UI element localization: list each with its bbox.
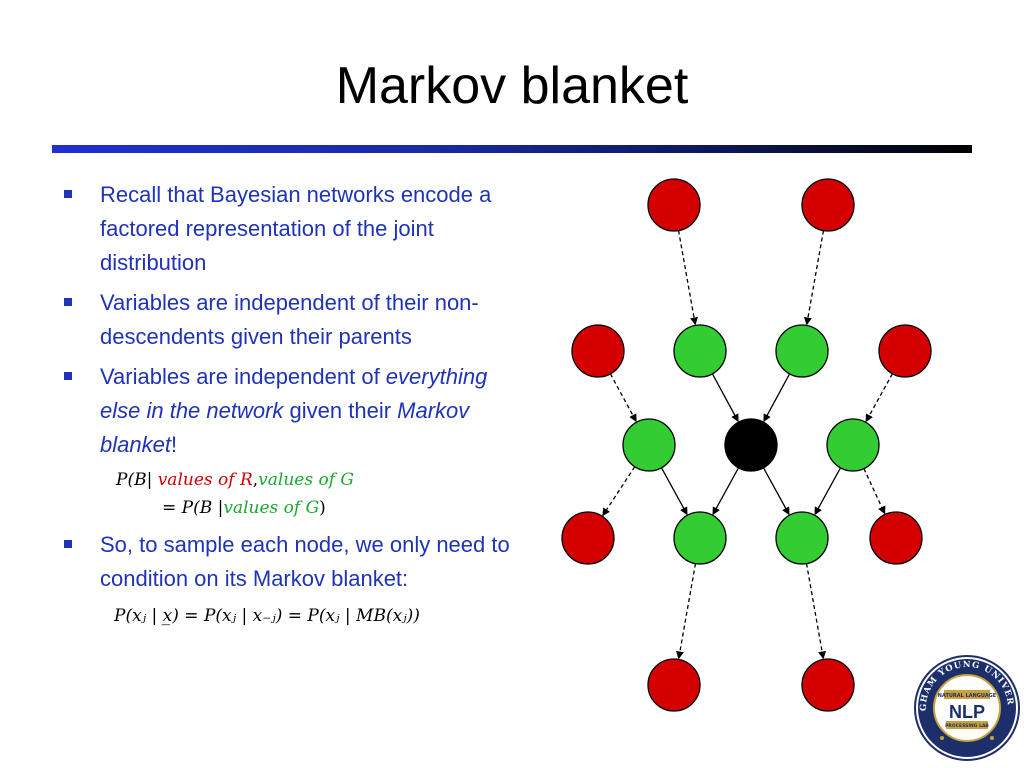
node-r3 bbox=[571, 324, 625, 378]
slide-title: Markov blanket bbox=[335, 57, 689, 115]
node-g5 bbox=[673, 511, 727, 565]
bullet-list: Recall that Bayesian networks encode a f… bbox=[62, 178, 532, 636]
byu-nlp-lab-logo: BRIGHAM YOUNG UNIVERSITY NATURAL LANGUAG… bbox=[912, 654, 1020, 761]
edge-r3-g3 bbox=[609, 373, 637, 423]
edge-g3-r5 bbox=[602, 466, 636, 517]
edge-b-g6 bbox=[762, 467, 790, 516]
square-bullet-icon bbox=[64, 540, 72, 548]
edge-b-g5 bbox=[712, 467, 740, 516]
bullet-item-markov-blanket: Variables are independent of everything … bbox=[62, 360, 532, 522]
markov-blanket-equation: P(xⱼ | x̲) = P(xⱼ | x₋ⱼ) = P(xⱼ | MB(xⱼ)… bbox=[114, 606, 420, 626]
bullet-text: So, to sample each node, we only need to… bbox=[100, 532, 510, 591]
edge-r1-g1 bbox=[677, 230, 698, 326]
node-r8 bbox=[801, 658, 855, 712]
square-bullet-icon bbox=[64, 372, 72, 380]
node-g1 bbox=[673, 324, 727, 378]
nodes-layer bbox=[561, 178, 932, 712]
node-g4 bbox=[826, 418, 880, 472]
node-g2 bbox=[775, 324, 829, 378]
bayesian-network-diagram bbox=[561, 178, 932, 712]
node-g6 bbox=[775, 511, 829, 565]
bullet-item-independent-parents: Variables are independent of their non-d… bbox=[62, 286, 532, 354]
conditional-equation-line2: = P(B |values of G) bbox=[162, 498, 326, 518]
square-bullet-icon bbox=[64, 298, 72, 306]
emphasis-text: everything else in the network bbox=[100, 364, 488, 423]
logo-center-text: NLP bbox=[949, 702, 985, 722]
emphasis-text: Markov blanket bbox=[100, 398, 470, 457]
logo-top-text: NATURAL LANGUAGE bbox=[938, 693, 997, 699]
edge-g1-b bbox=[711, 373, 739, 423]
bullet-text: Variables are independent of everything … bbox=[100, 364, 488, 457]
node-b bbox=[724, 418, 778, 472]
bullet-item-recall: Recall that Bayesian networks encode a f… bbox=[62, 178, 532, 280]
node-r2 bbox=[801, 178, 855, 232]
title-underline-bar bbox=[52, 145, 972, 153]
edge-g4-g6 bbox=[814, 467, 842, 516]
bullet-text: Recall that Bayesian networks encode a f… bbox=[100, 182, 492, 275]
logo-bottom-text: PROCESSING LAB bbox=[945, 723, 989, 729]
conditional-equation-line1: P(B| values of R,values of G bbox=[116, 470, 354, 490]
edge-g5-r7 bbox=[675, 563, 697, 660]
edge-g6-r8 bbox=[805, 563, 827, 660]
bullet-item-sampling: So, to sample each node, we only need to… bbox=[62, 528, 532, 630]
node-r1 bbox=[647, 178, 701, 232]
node-r7 bbox=[647, 658, 701, 712]
edge-r4-g4 bbox=[865, 373, 893, 423]
node-r4 bbox=[878, 324, 932, 378]
bullet-text: Variables are independent of their non-d… bbox=[100, 290, 479, 349]
edges-layer bbox=[602, 230, 893, 660]
edge-g3-g5 bbox=[660, 467, 688, 516]
edge-g2-b bbox=[763, 373, 791, 423]
node-r6 bbox=[869, 511, 923, 565]
edge-g4-r6 bbox=[863, 468, 886, 515]
square-bullet-icon bbox=[64, 190, 72, 198]
edge-r2-g2 bbox=[804, 230, 825, 326]
node-g3 bbox=[622, 418, 676, 472]
node-r5 bbox=[561, 511, 615, 565]
